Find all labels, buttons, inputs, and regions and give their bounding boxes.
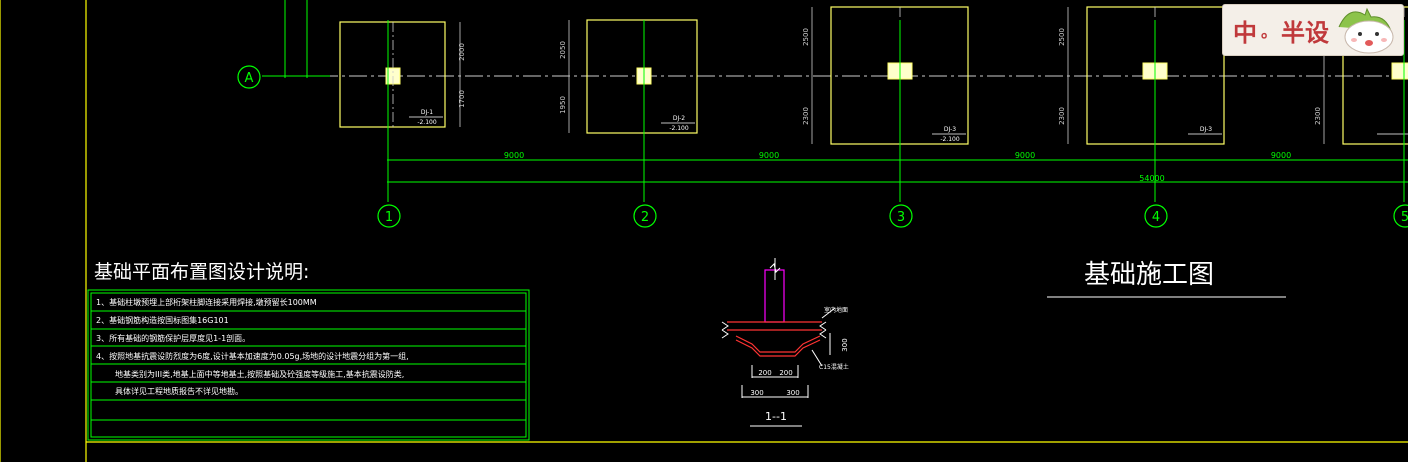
ime-status-bar[interactable]: 中 。 半设 [1222,4,1404,56]
section-label-top: 室内地面 [824,306,848,314]
section-label-bottom: C15混凝土 [819,363,849,371]
ime-punct-indicator[interactable]: 。 [1261,22,1278,41]
span-label-3: 9000 [1015,151,1035,160]
notes-table [87,289,530,441]
footing-tag: DJ-1 [421,109,433,116]
grid-bubble-3-label: 3 [897,210,905,225]
footing-outline [339,21,446,128]
section-detail: 室内地面 C15混凝土 300 200 200 300 300 1--1 [721,258,849,427]
note-line-3: 3、所有基础的钢筋保护层厚度见1-1剖面。 [96,333,250,343]
grid-bubble-a-label: A [245,71,254,86]
footing-dim-bottom: 1950 [559,96,567,114]
column-axes: 1 2 3 4 5 [377,20,1408,228]
grid-bubble-5-label: 5 [1401,210,1408,225]
section-inner-dim-left: 200 [758,369,771,377]
grid-bubble-4-label: 4 [1152,210,1160,225]
grid-bubble-3 [889,204,913,228]
footing-dim-bottom: 1700 [458,90,466,108]
footing-elevation: -2.100 [940,136,960,143]
footing-outline [586,19,698,134]
drawing-title: 基础施工图 [1084,260,1214,290]
footing-tag: DJ-2 [673,115,685,122]
span-labels: 9000 9000 9000 9000 [504,151,1291,160]
dimension-lines [387,159,1408,183]
grid-bubble-5 [1393,204,1408,228]
notes-heading: 基础平面布置图设计说明: [94,261,309,283]
section-title: 1--1 [765,410,787,423]
footing-elevation: -2.100 [669,125,689,132]
grid-bubble-2 [633,204,657,228]
span-label-2: 9000 [759,151,779,160]
footing-tag: DJ-3 [944,126,956,133]
footing-pedestal [1391,62,1408,80]
ime-text: 半设 [1281,18,1330,47]
notes-lines: 1、基础柱墩预埋上部桁架柱脚连接采用焊接,墩预留长100MM 2、基础钢筋构造按国… [96,297,409,396]
section-outer-dim-right: 300 [786,389,799,397]
note-line-2: 2、基础钢筋构造按国标图集16G101 [96,315,229,325]
footing-elevation: -2.100 [417,119,437,126]
grid-bubble-2-label: 2 [641,210,649,225]
span-label-4: 9000 [1271,151,1291,160]
footing-dim-bottom: 2300 [1058,107,1066,125]
grid-bubble-4 [1144,204,1168,228]
note-line-5: 地基类别为III类,地基上面中等地基土,按照基础及砼强度等级施工,基本抗震设防类… [115,369,404,379]
grid-bubble-1-label: 1 [385,210,393,225]
note-line-1: 1、基础柱墩预埋上部桁架柱脚连接采用焊接,墩预留长100MM [96,297,317,307]
total-dimension-label: 54000 [1139,174,1164,183]
grid-bubble-a: A [237,65,261,89]
footing-dim-top: 2500 [802,28,810,46]
footing-tag: DJ-3 [1200,126,1212,133]
span-label-1: 9000 [504,151,524,160]
grid-bubble-1 [377,204,401,228]
footing-dim-top: 2500 [1058,28,1066,46]
footing-dim-bottom: 2300 [1314,107,1322,125]
left-dimension-lines [262,0,330,78]
ime-mode-indicator[interactable]: 中 [1233,18,1257,47]
footing-dim-top: 2050 [559,41,567,59]
footing-dim-top: 2000 [458,43,466,61]
footing-dim-bottom: 2300 [802,107,810,125]
section-inner-dim-right: 200 [779,369,792,377]
cat-avatar-icon [1338,7,1394,54]
note-line-6: 具体详见工程地质报告不详见地勘。 [115,386,243,396]
section-height-dim: 300 [841,338,849,351]
section-outer-dim-left: 300 [750,389,763,397]
note-line-4: 4、按照地基抗震设防烈度为6度,设计基本加速度为0.05g,场地的设计地震分组为… [96,351,409,361]
